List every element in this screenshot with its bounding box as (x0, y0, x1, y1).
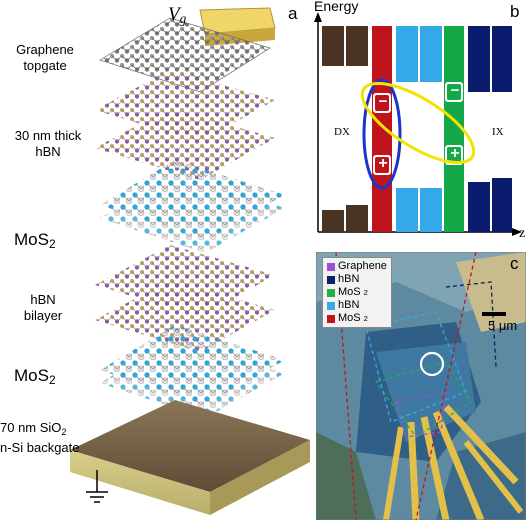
energy-axis-arrow (314, 12, 322, 22)
substrate-front (70, 450, 210, 515)
heterostructure-illustration (70, 7, 310, 515)
graphene-topgate-label: Graphene topgate (16, 42, 74, 73)
optical-micrograph (315, 251, 527, 522)
hole-green-sign: + (450, 145, 460, 162)
bottom-right-region (436, 432, 526, 520)
dx-label: DX (334, 126, 350, 138)
panel-c-letter: c (510, 254, 519, 273)
direct-exciton-ellipse (362, 78, 402, 190)
legend-item-hbn-blue: hBN (327, 299, 387, 312)
contact-3 (432, 410, 485, 522)
outline-mos2-green (374, 361, 472, 438)
substrate-side (210, 440, 310, 515)
z-axis-label: z (519, 226, 526, 241)
panel-a-heterostructure: a Vg Graphene topgate 30 nm thick hBN Mo… (0, 4, 310, 515)
hbn-thick-layer-2 (95, 108, 275, 180)
band-v-brown-2 (346, 205, 368, 232)
hbn-thick-layer-1 (95, 70, 275, 142)
band-v-navy-1 (468, 182, 490, 232)
contact-5 (383, 426, 404, 521)
substrate-top (70, 400, 310, 492)
vg-label: Vg (168, 4, 187, 26)
bottom-left-flake (316, 432, 376, 520)
z-axis-arrow (512, 228, 522, 236)
ix-label: IX (492, 126, 504, 138)
hbn-bilayer-label: hBN bilayer (23, 292, 63, 323)
energy-axis-label: Energy (314, 0, 359, 14)
electron-green-inner (447, 84, 461, 100)
band-c-hbn-2 (420, 26, 442, 82)
contact-4 (443, 404, 519, 485)
indirect-exciton-ellipse (360, 81, 476, 165)
band-c-navy-2 (492, 26, 512, 92)
contact-2 (420, 416, 450, 521)
bg-gold-flake (456, 252, 526, 332)
band-c-navy-1 (468, 26, 490, 92)
hole-red-sign: + (378, 155, 388, 172)
band-diagram (314, 12, 522, 236)
band-c-mos2-outer (322, 26, 344, 66)
band-c-hbn-1 (396, 26, 418, 82)
outline-hbn-blue (365, 311, 467, 423)
band-c-mos2-outer-2 (346, 26, 368, 66)
band-red-column (372, 26, 392, 232)
legend-item-hbn-navy: hBN (327, 273, 387, 286)
scale-bar (482, 312, 506, 316)
panel-b-band-diagram: Energy b z DX IX − − + + (312, 0, 530, 248)
band-green-column (444, 26, 464, 232)
mos2-top-layer-lower (100, 173, 285, 253)
band-v-brown-1 (322, 210, 344, 232)
band-v-navy-2 (492, 178, 512, 232)
scale-bar-label: 5 μm (488, 318, 518, 333)
band-v-hbn-1 (396, 188, 418, 232)
hole-red-inner (375, 157, 389, 173)
hole-green-inner (447, 147, 461, 163)
sample-marker-circle (419, 351, 445, 377)
hbn-thick-label: 30 nm thick hBN (14, 128, 82, 159)
legend-item-graphene: Graphene (327, 260, 387, 273)
outline-mos2-red-2 (415, 251, 477, 521)
outline-hbn-navy (445, 281, 497, 368)
electron-red-inner (375, 95, 389, 111)
substrate-label: 70 nm SiO2 n-Si backgate (0, 420, 80, 455)
panel-c-micrograph: c 5 μm (315, 251, 527, 522)
band-v-hbn-2 (420, 188, 442, 232)
mos2-bottom-layer-lower (100, 338, 285, 418)
contact-1 (407, 421, 420, 521)
electron-red-sign: − (378, 93, 388, 110)
mos2-top-label: MoS2 (14, 230, 56, 251)
panel-a-letter: a (288, 4, 298, 23)
hbn-bilayer-2 (95, 280, 275, 352)
panel-b-letter: b (510, 2, 520, 21)
outline-graphene-purple (395, 391, 447, 438)
mos2-bottom-label: MoS2 (14, 366, 56, 387)
contact-6 (463, 440, 524, 514)
electron-green-sign: − (450, 82, 460, 99)
